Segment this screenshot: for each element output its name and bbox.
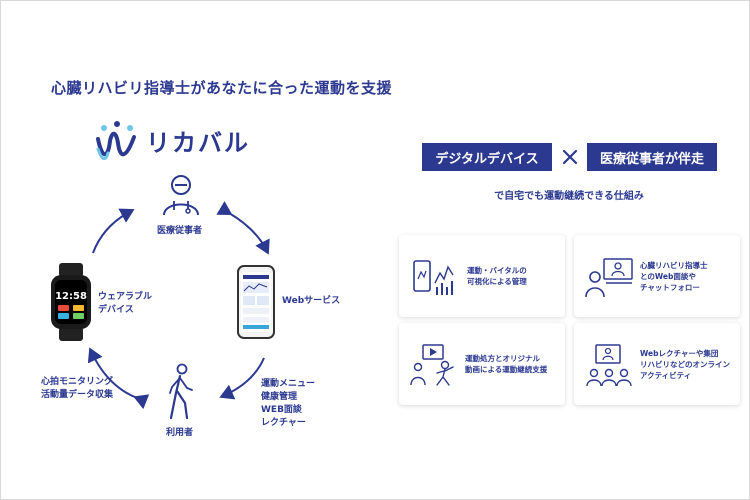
wearable-label-line-2: デバイス: [98, 305, 134, 315]
card-2-line-1: 心臓リハビリ指導士: [640, 261, 708, 270]
wearable-label-line-1: ウェアラブル: [98, 292, 153, 302]
exercise-video-icon: [410, 344, 454, 386]
tag-digital-device: デジタルデバイス: [422, 143, 552, 171]
page-headline: 心臓リハビリ指導士があなたに合った運動を支援: [51, 79, 393, 97]
right-flow-text: 運動メニュー 健康管理 WEB面談 レクチャー: [261, 378, 315, 430]
card-2-line-3: チャットフォロー: [640, 283, 700, 292]
subline-text: で自宅でも運動継続できる仕組み: [494, 191, 644, 202]
card-4-line-3: アクティビティ: [640, 371, 692, 380]
arrow-user-to-wearable: [87, 347, 150, 410]
card-1-line-2: 可視化による管理: [467, 277, 527, 286]
right-flow-line-1: 運動メニュー: [261, 379, 316, 389]
arrow-web-to-user: [219, 357, 265, 400]
arrow-staff-to-web: [216, 201, 270, 255]
doctor-icon: [163, 175, 199, 216]
card-4-line-1: Webレクチャーや集団: [640, 349, 719, 358]
user-label: 利用者: [166, 428, 194, 438]
rikabaru-logo-icon: [96, 121, 136, 160]
card-2-line-2: とのWeb面談や: [640, 272, 696, 281]
feature-card-lecture: Webレクチャーや集団 リハビリなどのオンライン アクティビティ: [574, 323, 740, 405]
left-flow-line-1: 心拍モニタリング: [41, 377, 114, 387]
smartphone-icon: [237, 265, 275, 339]
card-3-line-1: 運動処方とオリジナル: [465, 354, 540, 363]
arrow-wearable-to-staff: [92, 208, 135, 254]
right-flow-line-4: レクチャー: [261, 418, 306, 428]
tag-medical-support: 医療従事者が伴走: [587, 143, 717, 171]
feature-card-consultation: 心臓リハビリ指導士 とのWeb面談や チャットフォロー: [574, 235, 740, 317]
left-flow-text: 心拍モニタリング 活動量データ収集: [41, 376, 113, 402]
feature-card-visualization: 運動・バイタルの 可視化による管理: [399, 235, 565, 317]
cross-icon: [562, 149, 578, 165]
smartwatch-icon: 12:58: [51, 263, 91, 341]
group-lecture-icon: [586, 344, 632, 387]
walking-person-icon: [169, 363, 193, 420]
card-1-line-1: 運動・バイタルの: [467, 266, 527, 275]
smartphone-chart-icon: [413, 260, 454, 295]
right-flow-line-3: WEB面談: [261, 405, 302, 415]
web-service-label: Webサービス: [282, 296, 341, 306]
left-flow-line-2: 活動量データ収集: [41, 390, 114, 400]
medical-staff-label: 医療従事者: [157, 226, 203, 236]
right-flow-line-2: 健康管理: [261, 392, 298, 402]
card-4-line-2: リハビリなどのオンライン: [640, 360, 730, 369]
card-3-line-2: 動画による運動継続支援: [465, 365, 548, 374]
video-consultation-icon: [585, 258, 633, 298]
watch-time: 12:58: [55, 291, 87, 302]
feature-card-exercise: 運動処方とオリジナル 動画による運動継続支援: [399, 323, 565, 405]
wearable-label: ウェアラブル デバイス: [98, 291, 152, 317]
logo-text: リカバル: [146, 129, 250, 157]
